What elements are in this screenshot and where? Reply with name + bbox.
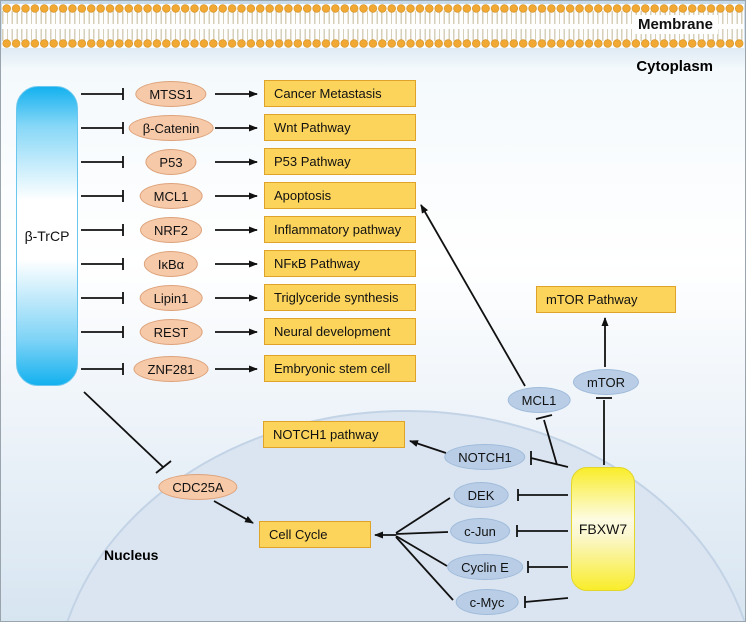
node-fbxw7: FBXW7 bbox=[571, 467, 635, 591]
substrate-ellipse: NRF2 bbox=[140, 217, 202, 243]
node-cyclin-e: Cyclin E bbox=[447, 554, 523, 580]
pathway-box: Apoptosis bbox=[264, 182, 416, 209]
node-cjun: c-Jun bbox=[450, 518, 510, 544]
substrate-ellipse: IκBα bbox=[143, 251, 199, 277]
pathway-box: Triglyceride synthesis bbox=[264, 284, 416, 311]
pathway-box: NFκB Pathway bbox=[264, 250, 416, 277]
substrate-ellipse: MCL1 bbox=[139, 183, 203, 209]
substrate-ellipse: β-Catenin bbox=[128, 115, 214, 141]
node-dek: DEK bbox=[453, 482, 509, 508]
box-mtor-pathway: mTOR Pathway bbox=[536, 286, 676, 313]
node-mtor: mTOR bbox=[572, 369, 640, 395]
box-notch1-pathway: NOTCH1 pathway bbox=[263, 421, 405, 448]
activation-arrows bbox=[213, 204, 609, 601]
pathway-box: Wnt Pathway bbox=[264, 114, 416, 141]
pathway-box: Cancer Metastasis bbox=[264, 80, 416, 107]
membrane-label: Membrane bbox=[632, 15, 718, 34]
pathway-box: Inflammatory pathway bbox=[264, 216, 416, 243]
fbxw7-inhibition-lines bbox=[516, 397, 612, 608]
pathway-box: Neural development bbox=[264, 318, 416, 345]
substrate-ellipse: P53 bbox=[145, 149, 197, 175]
lipid-heads-top bbox=[2, 4, 744, 13]
nucleus-label: Nucleus bbox=[104, 547, 159, 563]
substrate-ellipse: MTSS1 bbox=[135, 81, 207, 107]
substrate-ellipse: REST bbox=[139, 319, 203, 345]
node-notch1: NOTCH1 bbox=[444, 444, 526, 470]
cytoplasm-label: Cytoplasm bbox=[636, 58, 713, 75]
node-cmyc: c-Myc bbox=[455, 589, 519, 615]
box-cell-cycle: Cell Cycle bbox=[259, 521, 371, 548]
membrane-band: Membrane bbox=[2, 4, 744, 48]
membrane-midline bbox=[2, 23, 744, 29]
substrate-ellipse: ZNF281 bbox=[133, 356, 209, 382]
pathway-box: P53 Pathway bbox=[264, 148, 416, 175]
node-btrcp: β-TrCP bbox=[16, 86, 78, 386]
substrate-ellipse: Lipin1 bbox=[139, 285, 203, 311]
node-mcl1: MCL1 bbox=[507, 387, 571, 413]
lipid-heads-bottom bbox=[2, 39, 744, 48]
btrcp-inhibition-lines bbox=[81, 88, 172, 474]
pathway-box: Embryonic stem cell bbox=[264, 355, 416, 382]
node-cdc25a: CDC25A bbox=[158, 474, 238, 500]
substrate-pathway-arrows bbox=[215, 90, 258, 373]
